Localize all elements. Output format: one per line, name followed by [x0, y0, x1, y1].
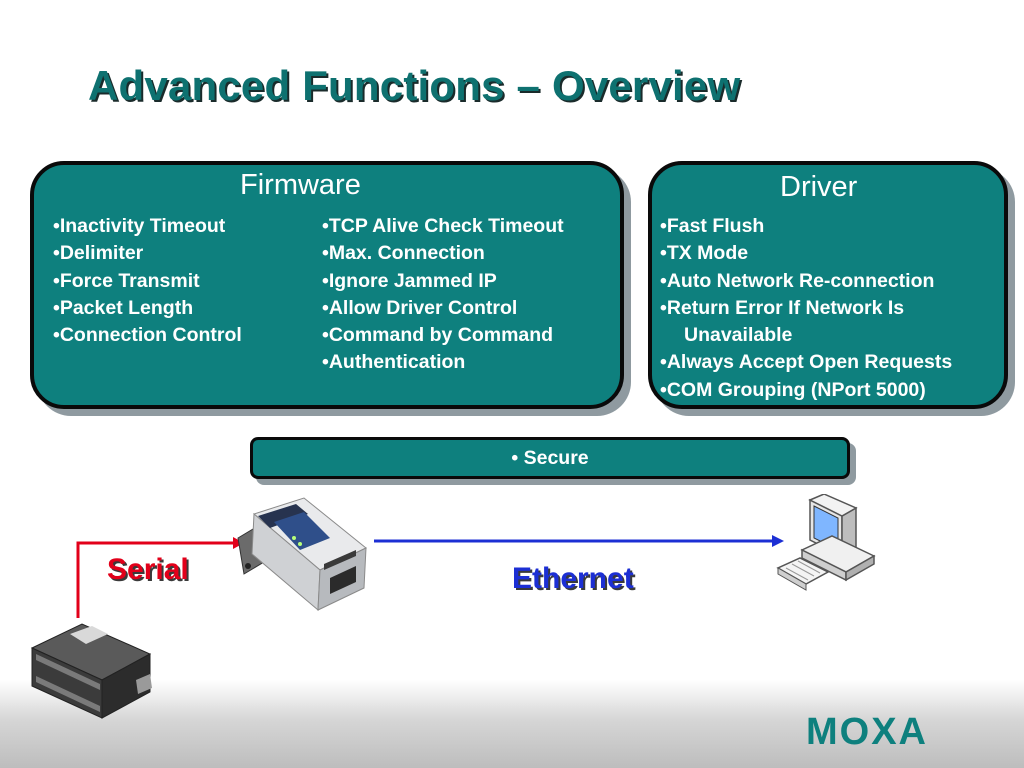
driver-title: Driver	[780, 171, 858, 203]
list-item: Always Accept Open Requests	[660, 349, 952, 376]
list-item: Return Error If Network Is	[660, 295, 952, 322]
serial-line	[76, 541, 233, 618]
list-item: COM Grouping (NPort 5000)	[660, 377, 952, 404]
list-item: Unavailable	[684, 324, 793, 347]
driver-panel: Driver Fast Flush TX Mode Auto Network R…	[648, 161, 1008, 409]
secure-bar: • Secure	[250, 437, 850, 479]
ethernet-label: Ethernet	[512, 562, 634, 595]
moxa-logo: MOXA	[806, 711, 928, 752]
list-item: Auto Network Re-connection	[660, 268, 952, 295]
list-item: Packet Length	[53, 295, 242, 322]
serial-label: Serial	[107, 553, 189, 586]
device-server-icon	[237, 497, 367, 612]
list-item: Authentication	[322, 349, 564, 376]
ethernet-arrow-head	[772, 535, 784, 547]
list-item: TX Mode	[660, 240, 952, 267]
list-item: Allow Driver Control	[322, 295, 564, 322]
firmware-right-list: TCP Alive Check Timeout Max. Connection …	[322, 213, 564, 377]
computer-icon	[776, 494, 876, 591]
driver-list: Fast Flush TX Mode Auto Network Re-conne…	[660, 213, 952, 404]
slide-title: Advanced Functions – Overview	[88, 62, 741, 109]
list-item: TCP Alive Check Timeout	[322, 213, 564, 240]
plc-icon	[30, 623, 152, 719]
list-item: Max. Connection	[322, 240, 564, 267]
list-item: Ignore Jammed IP	[322, 268, 564, 295]
list-item: Delimiter	[53, 240, 242, 267]
list-item: Inactivity Timeout	[53, 213, 242, 240]
list-item: Fast Flush	[660, 213, 952, 240]
list-item: Connection Control	[53, 322, 242, 349]
firmware-title: Firmware	[240, 169, 361, 201]
firmware-panel: Firmware Inactivity Timeout Delimiter Fo…	[30, 161, 624, 409]
firmware-left-list: Inactivity Timeout Delimiter Force Trans…	[53, 213, 242, 349]
list-item: Command by Command	[322, 322, 564, 349]
footer-band	[0, 680, 1024, 768]
moxa-logo-text: MOXA	[806, 711, 928, 752]
list-item: Force Transmit	[53, 268, 242, 295]
